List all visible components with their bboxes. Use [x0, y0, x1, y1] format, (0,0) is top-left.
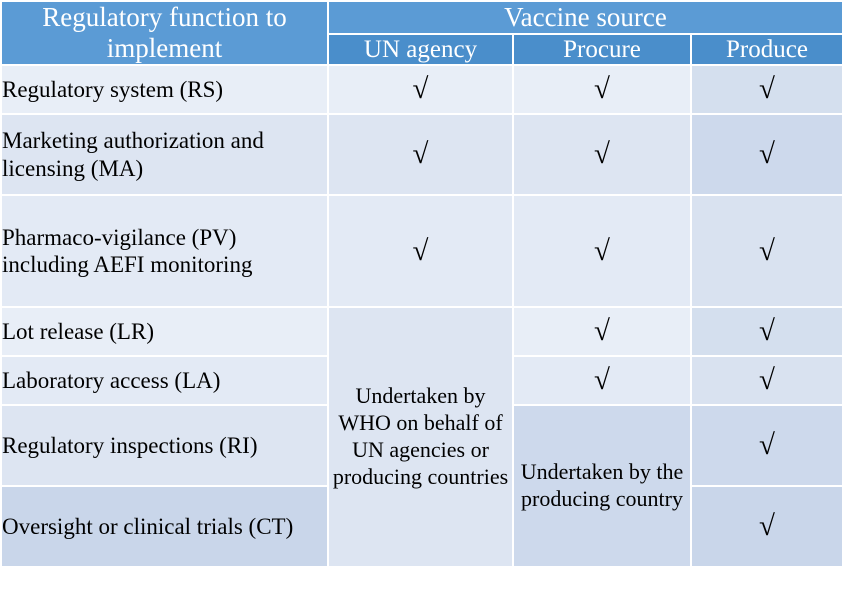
table-row: Regulatory inspections (RI) Undertaken b…: [0, 404, 842, 569]
vaccine-regulatory-table: Regulatory function to implement Vaccine…: [0, 0, 842, 569]
cell-la-produce: √: [690, 355, 842, 407]
table-row: Marketing authorization and licensing (M…: [0, 113, 842, 197]
table-row: Oversight or clinical trials (CT) √: [0, 485, 842, 569]
cell-ma-un-agency: √: [327, 113, 514, 197]
table-body: Regulatory system (RS) √ √ √ Marketing a…: [0, 64, 842, 569]
cell-lr-procure: √: [512, 306, 692, 358]
cell-function-rs: Regulatory system (RS): [0, 64, 329, 116]
cell-ma-produce: √: [690, 113, 842, 197]
cell-function-la: Laboratory access (LA): [0, 355, 329, 407]
table-row: Laboratory access (LA) √ √: [0, 355, 842, 407]
header-produce: Produce: [690, 33, 842, 67]
table-row: Regulatory system (RS) √ √ √: [0, 64, 842, 116]
table-header: Regulatory function to implement Vaccine…: [0, 0, 842, 67]
cell-function-lr: Lot release (LR): [0, 306, 329, 358]
cell-ri-produce: √: [690, 404, 842, 488]
table-header-row-sub: UN agency Procure Produce: [1, 33, 842, 67]
cell-produce-note: Undertaken by the producing country: [512, 404, 692, 569]
cell-function-pv: Pharmaco-vigilance (PV) including AEFI m…: [0, 194, 329, 309]
cell-pv-produce: √: [690, 194, 842, 309]
table-header-row-top: Regulatory function to implement Vaccine…: [0, 0, 842, 67]
cell-ma-procure: √: [512, 113, 692, 197]
header-un-agency: UN agency: [327, 33, 514, 67]
table-row: Pharmaco-vigilance (PV) including AEFI m…: [0, 194, 842, 309]
cell-rs-produce: √: [690, 64, 842, 116]
cell-pv-procure: √: [512, 194, 692, 309]
cell-pv-un-agency: √: [327, 194, 514, 309]
header-vaccine-source: Vaccine source: [327, 0, 842, 36]
cell-function-ri: Regulatory inspections (RI): [0, 404, 329, 488]
cell-function-ma: Marketing authorization and licensing (M…: [0, 113, 329, 197]
cell-la-procure: √: [512, 355, 692, 407]
cell-function-ct: Oversight or clinical trials (CT): [0, 485, 329, 569]
cell-lr-produce: √: [690, 306, 842, 358]
cell-ct-produce: √: [690, 485, 842, 569]
table-row: Lot release (LR) Undertaken by WHO on be…: [0, 306, 842, 569]
header-procure: Procure: [512, 33, 692, 67]
cell-rs-procure: √: [512, 64, 692, 116]
cell-rs-un-agency: √: [327, 64, 514, 116]
cell-un-agency-note: Undertaken by WHO on behalf of UN agenci…: [327, 306, 514, 569]
header-regulatory-function: Regulatory function to implement: [0, 0, 329, 67]
